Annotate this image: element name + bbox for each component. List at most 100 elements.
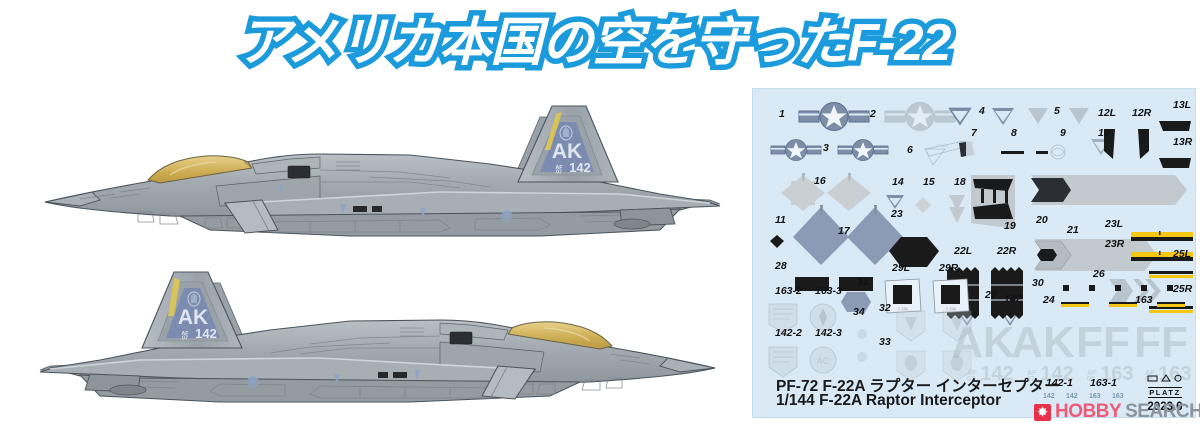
- decal-label-20: 20: [1035, 214, 1048, 226]
- decal-label-4: 4: [978, 105, 985, 117]
- aircraft-profile-lower: AK AF 07 142: [39, 271, 716, 403]
- tiny-code-1: 142: [1043, 393, 1055, 400]
- decal-label-18: 18: [954, 176, 966, 188]
- svg-text:AC: AC: [817, 356, 830, 366]
- decal-label-17: 17: [838, 225, 851, 237]
- decal-label-30: 30: [1032, 277, 1044, 289]
- decal-roundel-2: [884, 102, 956, 131]
- decal-patch-142-3: AC: [809, 346, 837, 374]
- svg-text:08: 08: [1087, 376, 1095, 383]
- decal-label-29R: 29R: [938, 262, 959, 274]
- decal-label-142: 142: [1004, 293, 1022, 305]
- decal-28a: [795, 277, 829, 291]
- decal-20: [1031, 175, 1187, 205]
- decal-bar-8a: [1001, 151, 1024, 154]
- decal-label-142-2: 142-2: [775, 327, 802, 339]
- decal-label-11: 11: [775, 214, 786, 226]
- product-name-jp: PF-72 F-22A ラプター インターセプター: [776, 378, 1060, 395]
- decal-30: [1063, 285, 1173, 291]
- decal-21: [1034, 239, 1157, 271]
- aircraft-profile-upper: AK AF 07 142: [44, 105, 721, 237]
- tail-code-lower: AK: [178, 306, 208, 329]
- svg-text:AF: AF: [1027, 370, 1037, 377]
- platz-wordmark: PLATZ: [1148, 387, 1182, 398]
- svg-text:AK: AK: [1011, 318, 1075, 367]
- svg-text:07: 07: [1027, 376, 1035, 383]
- decal-roundel-3a: [770, 139, 822, 161]
- svg-text:AF: AF: [181, 331, 189, 337]
- svg-text:AK: AK: [951, 318, 1015, 367]
- decal-label-12R: 12R: [1132, 107, 1152, 119]
- decal-patch-163-2: [768, 303, 798, 334]
- decal-17a: [793, 207, 849, 265]
- decal-29R: F-22A: [932, 278, 970, 314]
- tail-markings-lower: AK AF 07 142: [178, 291, 217, 342]
- svg-text:07: 07: [182, 336, 188, 342]
- decal-label-23R: 23R: [1104, 238, 1125, 250]
- decal-label-22L: 22L: [953, 245, 972, 257]
- svg-text:AF: AF: [967, 370, 977, 377]
- decal-emblem-9: [1050, 144, 1066, 160]
- page-title: アメリカ本国の空を守ったF-22: [238, 14, 951, 72]
- decal-label-163: 163: [1135, 294, 1153, 306]
- decal-label-23: 23: [890, 208, 903, 220]
- platz-logo: PLATZ 2023.6: [1137, 374, 1193, 413]
- decal-bar-8b: [1036, 151, 1048, 154]
- svg-text:142: 142: [1040, 363, 1073, 385]
- decal-patch-32b: [942, 310, 972, 342]
- decal-24: [1061, 302, 1185, 307]
- decal-16b: [827, 175, 871, 211]
- decal-25L: [1149, 271, 1193, 278]
- svg-text:142: 142: [195, 326, 217, 341]
- decal-label-19: 19: [1004, 220, 1016, 232]
- title-banner: アメリカ本国の空を守ったF-22 アメリカ本国の空を守ったF-22: [0, 0, 1200, 86]
- decal-chevron-5b: [1069, 108, 1089, 124]
- decal-label-10: 10: [1098, 127, 1110, 139]
- code-142-1: 142-1: [1046, 377, 1073, 389]
- decal-label-6: 6: [907, 144, 913, 156]
- decal-label-25L: 25L: [1172, 248, 1191, 260]
- decal-16a: [781, 175, 825, 211]
- decal-label-28: 28: [774, 260, 787, 272]
- decal-label-2: 2: [869, 108, 876, 120]
- decal-13L: [1159, 121, 1191, 131]
- decal-label-31: 31: [857, 276, 869, 288]
- decal-label-16: 16: [814, 175, 826, 187]
- hobby-search-search-text: SEARCH: [1125, 401, 1200, 422]
- decal-22R: [991, 267, 1023, 319]
- decal-label-1: 1: [779, 108, 785, 120]
- platz-date: 2023.6: [1147, 401, 1183, 413]
- decal-12L: [1104, 129, 1115, 159]
- decal-label-163-2: 163-2: [775, 285, 802, 297]
- decal-15: [915, 197, 931, 213]
- decal-label-27: 27: [984, 289, 998, 301]
- svg-text:AF: AF: [1145, 370, 1155, 377]
- tiny-code-2: 142: [1066, 393, 1078, 400]
- decal-label-142-3: 142-3: [815, 327, 842, 339]
- decal-label-9: 9: [1060, 127, 1066, 139]
- svg-text:163: 163: [1100, 363, 1133, 385]
- decal-sheet: F-22A RAPTOR: [752, 88, 1196, 418]
- svg-text:F-22A: F-22A: [946, 307, 956, 311]
- decal-label-13L: 13L: [1173, 99, 1191, 111]
- tail-code-upper: AK: [552, 140, 582, 163]
- decal-chevron-5a: [1028, 108, 1048, 124]
- decal-label-23L: 23L: [1104, 218, 1123, 230]
- decal-label-29L: 29L: [891, 262, 910, 274]
- decal-label-32: 32: [879, 302, 891, 314]
- decal-label-13R: 13R: [1173, 136, 1193, 148]
- decal-label-14: 14: [892, 176, 904, 188]
- decal-label-33: 33: [879, 336, 891, 348]
- svg-text:FF: FF: [1134, 318, 1188, 367]
- decal-11: [770, 235, 784, 248]
- decal-19: [971, 175, 1015, 229]
- decal-31: [841, 292, 871, 312]
- decal-label-26: 26: [1092, 268, 1105, 280]
- decal-label-8: 8: [1011, 127, 1017, 139]
- decal-label-34: 34: [853, 306, 865, 318]
- decal-patch-33b: [942, 350, 972, 382]
- decal-label-22R: 22R: [996, 245, 1017, 257]
- decal-patch-32a: [896, 310, 926, 342]
- tiny-code-3: 163: [1089, 393, 1101, 400]
